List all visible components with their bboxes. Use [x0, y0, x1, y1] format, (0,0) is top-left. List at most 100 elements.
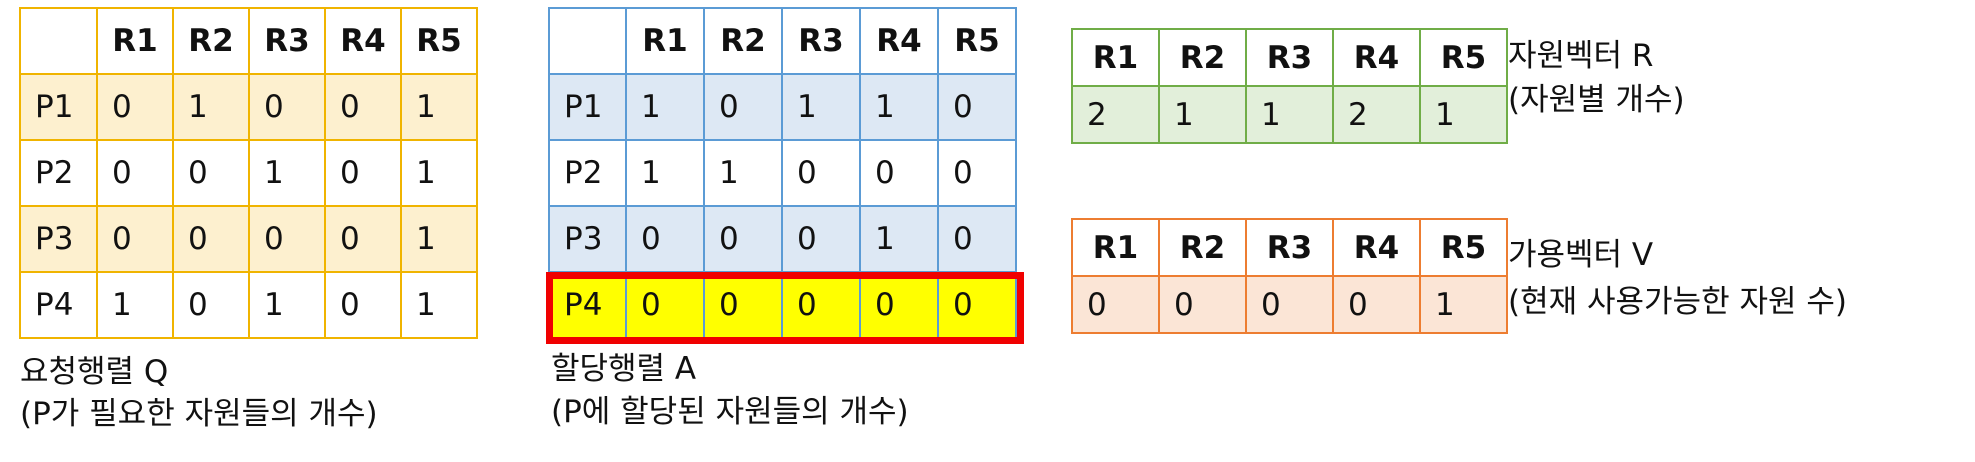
column-header: R2 — [703, 7, 783, 75]
cell-value: 0 — [324, 139, 402, 207]
header-row: R1 R2 R3 R4 R5 — [1071, 28, 1508, 87]
cell-value: 1 — [781, 73, 861, 141]
table-row: P1 0 1 0 0 1 — [19, 73, 478, 141]
cell-value: 0 — [172, 205, 250, 273]
column-header: R5 — [937, 7, 1017, 75]
table-row: P2 1 1 0 0 0 — [548, 139, 1017, 207]
request-matrix-q: R1 R2 R3 R4 R5 P1 0 1 0 0 1 P2 0 0 1 0 1… — [19, 7, 478, 339]
cell-value: 0 — [703, 271, 783, 339]
cell-value: 0 — [324, 73, 402, 141]
cell-value: 1 — [172, 73, 250, 141]
cell-value: 0 — [703, 205, 783, 273]
cell-value: 1 — [625, 139, 705, 207]
highlighted-row-p4: P4 0 0 0 0 0 — [548, 271, 1017, 339]
cell-value: 0 — [248, 205, 326, 273]
table-row: P4 1 0 1 0 1 — [19, 271, 478, 339]
column-header: R4 — [859, 7, 939, 75]
cell-value: 0 — [172, 271, 250, 339]
cell-value: 1 — [625, 73, 705, 141]
cell-value: 1 — [1158, 85, 1247, 144]
cell-value: 2 — [1332, 85, 1421, 144]
cell-value: 0 — [781, 271, 861, 339]
table-row: P2 0 0 1 0 1 — [19, 139, 478, 207]
a-caption-title: 할당행렬 A — [551, 351, 697, 387]
corner-cell — [19, 7, 98, 75]
cell-value: 1 — [1419, 275, 1508, 334]
cell-value: 0 — [859, 139, 939, 207]
header-row: R1 R2 R3 R4 R5 — [19, 7, 478, 75]
cell-value: 0 — [937, 73, 1017, 141]
row-label: P2 — [548, 139, 627, 207]
column-header: R3 — [1245, 218, 1334, 277]
resource-vector-r: R1 R2 R3 R4 R5 2 1 1 2 1 — [1071, 28, 1508, 144]
cell-value: 0 — [781, 205, 861, 273]
cell-value: 0 — [859, 271, 939, 339]
cell-value: 0 — [1245, 275, 1334, 334]
cell-value: 0 — [1332, 275, 1421, 334]
row-label: P3 — [19, 205, 98, 273]
column-header: R4 — [324, 7, 402, 75]
cell-value: 1 — [248, 271, 326, 339]
header-row: R1 R2 R3 R4 R5 — [1071, 218, 1508, 277]
column-header: R1 — [1071, 28, 1160, 87]
q-caption-title: 요청행렬 Q — [20, 354, 169, 390]
cell-value: 0 — [625, 205, 705, 273]
cell-value: 2 — [1071, 85, 1160, 144]
cell-value: 1 — [400, 205, 478, 273]
cell-value: 0 — [172, 139, 250, 207]
row-label: P3 — [548, 205, 627, 273]
cell-value: 1 — [400, 139, 478, 207]
column-header: R3 — [1245, 28, 1334, 87]
cell-value: 1 — [248, 139, 326, 207]
cell-value: 0 — [625, 271, 705, 339]
cell-value: 0 — [96, 205, 174, 273]
a-caption-subtitle: (P에 할당된 자원들의 개수) — [551, 394, 909, 430]
table-row: P1 1 0 1 1 0 — [548, 73, 1017, 141]
row-label: P4 — [19, 271, 98, 339]
cell-value: 0 — [324, 271, 402, 339]
column-header: R4 — [1332, 28, 1421, 87]
column-header: R5 — [1419, 218, 1508, 277]
column-header: R2 — [1158, 28, 1247, 87]
column-header: R1 — [1071, 218, 1160, 277]
column-header: R5 — [400, 7, 478, 75]
v-label-subtitle: (현재 사용가능한 자원 수) — [1508, 284, 1847, 320]
row-label: P4 — [548, 271, 627, 339]
cell-value: 1 — [96, 271, 174, 339]
column-header: R2 — [172, 7, 250, 75]
cell-value: 0 — [248, 73, 326, 141]
cell-value: 0 — [96, 139, 174, 207]
cell-value: 0 — [937, 139, 1017, 207]
available-vector-v: R1 R2 R3 R4 R5 0 0 0 0 1 — [1071, 218, 1508, 334]
cell-value: 0 — [1071, 275, 1160, 334]
cell-value: 1 — [859, 73, 939, 141]
cell-value: 0 — [937, 271, 1017, 339]
column-header: R4 — [1332, 218, 1421, 277]
v-label-title: 가용벡터 V — [1508, 237, 1654, 273]
column-header: R3 — [781, 7, 861, 75]
column-header: R1 — [96, 7, 174, 75]
cell-value: 0 — [1158, 275, 1247, 334]
cell-value: 1 — [400, 73, 478, 141]
cell-value: 1 — [1419, 85, 1508, 144]
column-header: R3 — [248, 7, 326, 75]
r-label-subtitle: (자원별 개수) — [1508, 82, 1685, 118]
table-row: P3 0 0 0 0 1 — [19, 205, 478, 273]
cell-value: 1 — [400, 271, 478, 339]
column-header: R2 — [1158, 218, 1247, 277]
row-label: P1 — [548, 73, 627, 141]
cell-value: 0 — [96, 73, 174, 141]
row-label: P1 — [19, 73, 98, 141]
column-header: R1 — [625, 7, 705, 75]
corner-cell — [548, 7, 627, 75]
cell-value: 0 — [781, 139, 861, 207]
table-row: 0 0 0 0 1 — [1071, 275, 1508, 334]
table-row: P3 0 0 0 1 0 — [548, 205, 1017, 273]
cell-value: 0 — [703, 73, 783, 141]
allocation-matrix-a: R1 R2 R3 R4 R5 P1 1 0 1 1 0 P2 1 1 0 0 0… — [548, 7, 1017, 339]
cell-value: 0 — [937, 205, 1017, 273]
cell-value: 1 — [703, 139, 783, 207]
cell-value: 1 — [859, 205, 939, 273]
cell-value: 0 — [324, 205, 402, 273]
q-caption-subtitle: (P가 필요한 자원들의 개수) — [20, 396, 378, 432]
